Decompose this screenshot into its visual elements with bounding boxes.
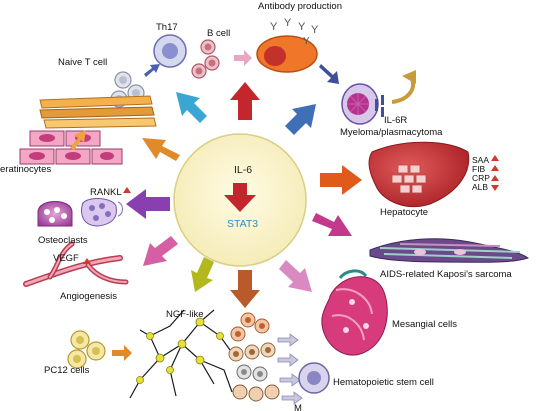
lab-markers: SAA FIB CRP ALB [472, 156, 490, 192]
arrow-to-ngf [191, 257, 214, 292]
neuron-somas [136, 317, 224, 384]
svg-text:Y: Y [270, 21, 278, 33]
arrow-naive-to-th17 [144, 64, 160, 77]
kaposi-tissue [369, 238, 530, 263]
arrow-to-hsc [230, 270, 260, 308]
arrow-plasma-to-myeloma [319, 64, 339, 84]
svg-text:Y: Y [311, 24, 319, 36]
arrow-to-kaposi [312, 213, 352, 236]
arrow-keratinocyte-up [70, 130, 86, 150]
lab-crp: CRP [472, 173, 490, 183]
center-down-arrow [224, 183, 256, 212]
label-keratinocytes: eratinocytes [0, 164, 52, 175]
pc12-cells [67, 330, 106, 369]
label-th17: Th17 [156, 22, 178, 33]
svg-text:Y: Y [298, 21, 306, 33]
differentiation-arrows [277, 333, 303, 405]
mesangial-kidney [321, 269, 388, 356]
b-cells [191, 39, 220, 79]
autocrine-loop-arrow [391, 70, 416, 104]
arrow-to-th17 [176, 92, 207, 123]
liver [368, 141, 470, 208]
label-il6r: IL-6R [384, 115, 408, 126]
label-naive-t-cell: Naive T cell [58, 57, 108, 68]
arrow-to-antibody [230, 82, 260, 120]
label-bottom-cut: M [294, 403, 302, 411]
label-b-cell: B cell [207, 28, 231, 39]
svg-text:Y: Y [303, 36, 310, 47]
label-hsc: Hematopoietic stem cell [333, 377, 434, 388]
svg-text:Y: Y [284, 17, 292, 29]
keratinocyte-layers [19, 95, 157, 165]
lab-alb: ALB [472, 182, 489, 192]
arrow-pc12-to-neuron [112, 345, 132, 361]
osteoclasts [37, 198, 123, 227]
label-myeloma: Myeloma/plasmacytoma [340, 127, 443, 138]
arrow-to-myeloma [285, 104, 316, 135]
label-osteoclasts: Osteoclasts [38, 235, 88, 246]
label-pc12: PC12 cells [44, 365, 90, 376]
lab-fib: FIB [472, 164, 486, 174]
arrow-to-hepatocyte [320, 165, 362, 195]
arrow-to-angiogenesis [143, 236, 178, 266]
label-antibody-production: Antibody production [258, 1, 342, 12]
plasma-cell: Y Y Y Y Y [256, 17, 319, 73]
arrow-to-osteoclasts [126, 189, 170, 219]
arrow-b-to-plasma [234, 50, 252, 66]
arrow-to-keratinocytes [142, 138, 180, 161]
hematopoietic-cells [228, 312, 280, 402]
stem-cell [298, 362, 330, 394]
label-mesangial: Mesangial cells [392, 319, 457, 330]
neuron-network [129, 309, 233, 399]
center-pathway: STAT3 [227, 218, 259, 230]
th17-cell [153, 34, 187, 68]
vegf-up-arrow [83, 258, 91, 264]
label-ngf-like: NGF-like [166, 309, 204, 320]
label-kaposi: AIDS-related Kaposi's sarcoma [380, 269, 512, 280]
angiogenesis-vessels [23, 241, 129, 287]
label-angiogenesis: Angiogenesis [60, 291, 118, 302]
label-hepatocyte: Hepatocyte [380, 207, 429, 218]
label-rankl: RANKL [90, 187, 122, 198]
arrow-to-mesangial [279, 260, 312, 292]
rankl-up-arrow [123, 187, 131, 193]
label-vegf: VEGF [53, 253, 79, 264]
lab-trend-arrows [491, 155, 499, 191]
lab-saa: SAA [472, 155, 490, 165]
center-title: IL-6 [234, 164, 253, 176]
myeloma-cell [341, 83, 384, 125]
